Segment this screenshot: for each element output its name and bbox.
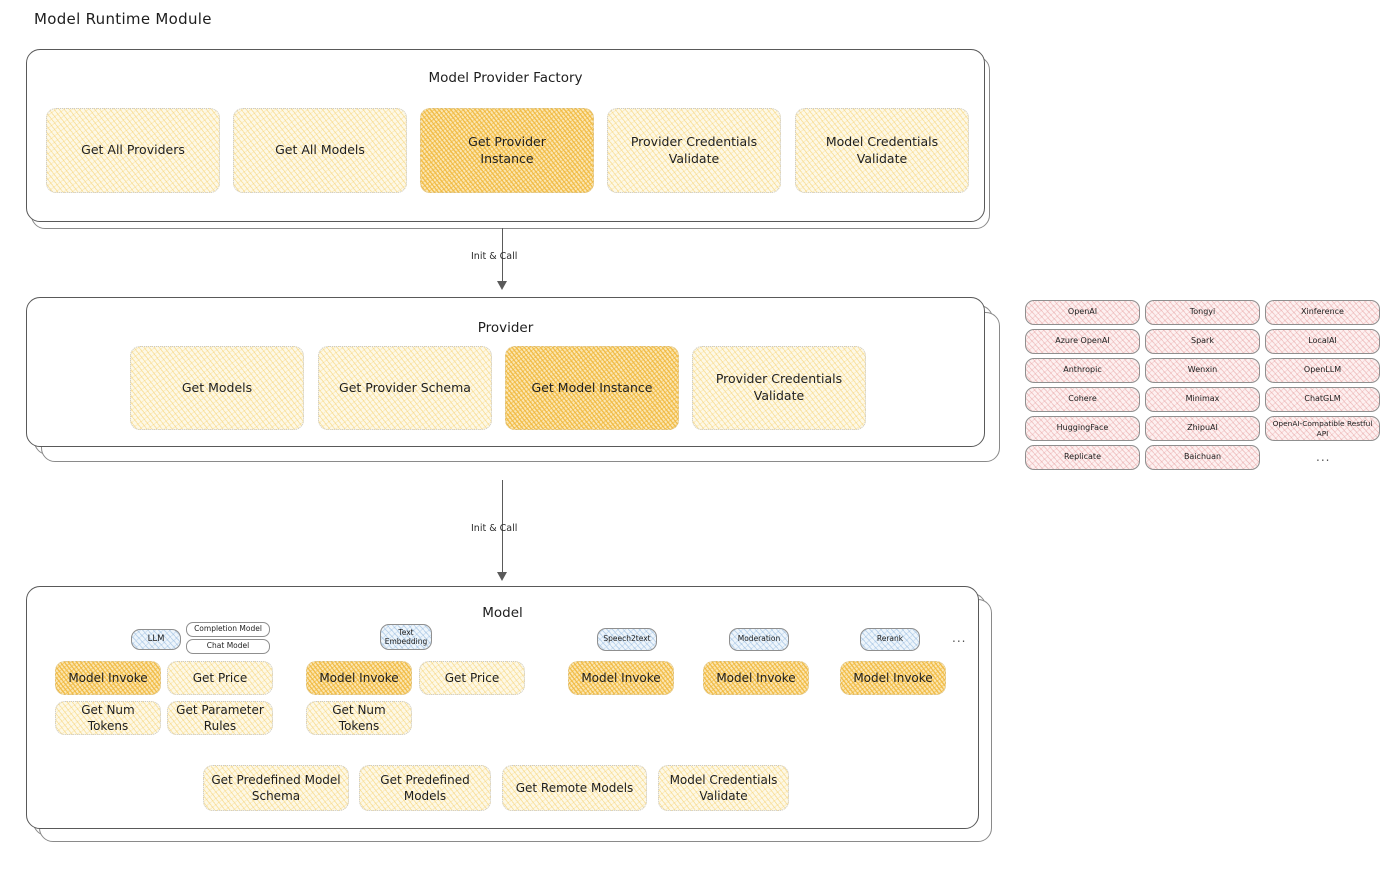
factory-method-get-provider-instance[interactable]: Get Provider Instance — [420, 108, 594, 193]
provider-list-more-ellipsis: ... — [1316, 450, 1331, 464]
provider-method-provider-credentials-validate[interactable]: Provider Credentials Validate — [692, 346, 866, 430]
section-title-provider: Provider — [477, 320, 534, 336]
section-model-provider-factory: Model Provider Factory Get All Providers… — [26, 49, 990, 229]
provider-chip-openai-compatible-restful-api[interactable]: OpenAI-Compatible Restful API — [1265, 416, 1380, 441]
model-types-more-ellipsis: ... — [952, 631, 967, 645]
text-embedding-method-model-invoke[interactable]: Model Invoke — [306, 661, 412, 695]
llm-method-get-parameter-rules[interactable]: Get Parameter Rules — [167, 701, 273, 735]
provider-chip-zhipuai[interactable]: ZhipuAI — [1145, 416, 1260, 441]
page-title: Model Runtime Module — [34, 10, 212, 28]
arrow-provider-to-model-line — [502, 480, 504, 575]
factory-method-provider-credentials-validate[interactable]: Provider Credentials Validate — [607, 108, 781, 193]
factory-method-model-credentials-validate[interactable]: Model Credentials Validate — [795, 108, 969, 193]
provider-chip-minimax[interactable]: Minimax — [1145, 387, 1260, 412]
provider-chip-chatglm[interactable]: ChatGLM — [1265, 387, 1380, 412]
llm-method-model-invoke[interactable]: Model Invoke — [55, 661, 161, 695]
provider-list: OpenAI Azure OpenAI Anthropic Cohere Hug… — [1025, 300, 1381, 475]
section-title-model: Model — [482, 605, 523, 621]
text-embedding-method-get-num-tokens[interactable]: Get Num Tokens — [306, 701, 412, 735]
arrow-factory-to-provider-line — [502, 228, 504, 284]
model-type-chip-text-embedding[interactable]: Text Embedding — [380, 624, 432, 650]
provider-chip-azure-openai[interactable]: Azure OpenAI — [1025, 329, 1140, 354]
provider-method-get-provider-schema[interactable]: Get Provider Schema — [318, 346, 492, 430]
provider-chip-cohere[interactable]: Cohere — [1025, 387, 1140, 412]
llm-method-get-num-tokens[interactable]: Get Num Tokens — [55, 701, 161, 735]
section-provider: Provider Get Models Get Provider Schema … — [26, 297, 1000, 462]
text-embedding-method-get-price[interactable]: Get Price — [419, 661, 525, 695]
provider-chip-replicate[interactable]: Replicate — [1025, 445, 1140, 470]
provider-chip-wenxin[interactable]: Wenxin — [1145, 358, 1260, 383]
arrow-label-init-and-call-1: Init & Call — [471, 251, 518, 262]
section-model: Model LLM Completion Model Chat Model Mo… — [26, 586, 992, 842]
model-method-get-predefined-model-schema[interactable]: Get Predefined Model Schema — [203, 765, 349, 811]
arrow-label-init-and-call-2: Init & Call — [471, 523, 518, 534]
arrow-provider-to-model-head — [497, 572, 507, 581]
provider-chip-huggingface[interactable]: HuggingFace — [1025, 416, 1140, 441]
factory-method-get-all-models[interactable]: Get All Models — [233, 108, 407, 193]
provider-chip-baichuan[interactable]: Baichuan — [1145, 445, 1260, 470]
provider-chip-openai[interactable]: OpenAI — [1025, 300, 1140, 325]
arrow-factory-to-provider-head — [497, 281, 507, 290]
provider-chip-localai[interactable]: LocalAI — [1265, 329, 1380, 354]
model-method-get-predefined-models[interactable]: Get Predefined Models — [359, 765, 491, 811]
model-method-model-credentials-validate[interactable]: Model Credentials Validate — [658, 765, 789, 811]
section-title-model-provider-factory: Model Provider Factory — [428, 70, 583, 86]
model-type-sublabel-chat-model[interactable]: Chat Model — [186, 639, 270, 654]
provider-chip-xinference[interactable]: Xinference — [1265, 300, 1380, 325]
model-method-get-remote-models[interactable]: Get Remote Models — [502, 765, 647, 811]
provider-chip-openllm[interactable]: OpenLLM — [1265, 358, 1380, 383]
speech2text-method-model-invoke[interactable]: Model Invoke — [568, 661, 674, 695]
model-type-chip-llm[interactable]: LLM — [131, 629, 181, 650]
model-type-chip-speech2text[interactable]: Speech2text — [597, 628, 657, 651]
moderation-method-model-invoke[interactable]: Model Invoke — [703, 661, 809, 695]
provider-chip-anthropic[interactable]: Anthropic — [1025, 358, 1140, 383]
provider-chip-spark[interactable]: Spark — [1145, 329, 1260, 354]
rerank-method-model-invoke[interactable]: Model Invoke — [840, 661, 946, 695]
provider-method-get-model-instance[interactable]: Get Model Instance — [505, 346, 679, 430]
model-type-chip-moderation[interactable]: Moderation — [729, 628, 789, 651]
model-type-sublabel-completion-model[interactable]: Completion Model — [186, 622, 270, 637]
provider-method-get-models[interactable]: Get Models — [130, 346, 304, 430]
model-type-chip-rerank[interactable]: Rerank — [860, 628, 920, 651]
llm-method-get-price[interactable]: Get Price — [167, 661, 273, 695]
provider-chip-tongyi[interactable]: Tongyi — [1145, 300, 1260, 325]
factory-method-get-all-providers[interactable]: Get All Providers — [46, 108, 220, 193]
